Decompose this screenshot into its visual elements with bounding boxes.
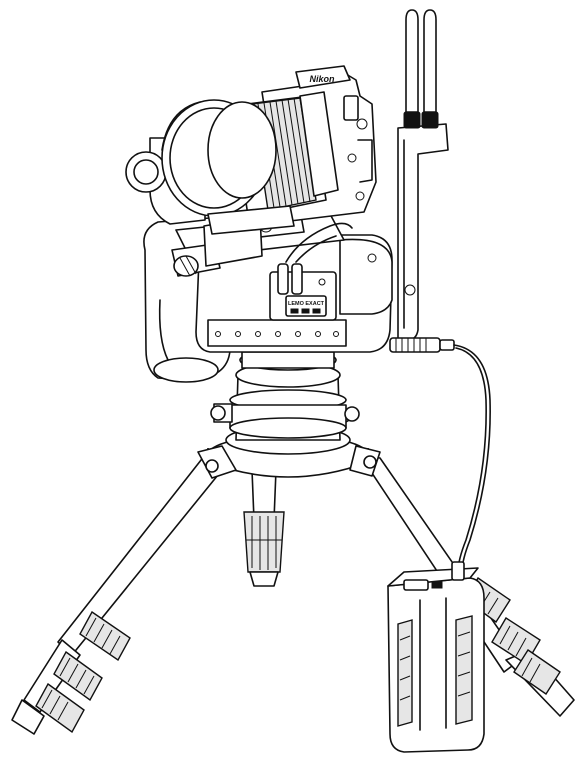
port-panel: LEMO EXACT <box>269 263 337 321</box>
tripod <box>11 425 575 735</box>
panel-label: LEMO EXACT <box>288 301 325 307</box>
gimbal-body: LEMO EXACT <box>143 217 393 383</box>
transmitter-icon <box>387 561 485 753</box>
tripod-leg-left <box>11 454 223 735</box>
antenna-icon <box>403 9 439 129</box>
leg-lock-left-2[interactable] <box>53 650 103 702</box>
tripod-leg-rear <box>243 469 285 587</box>
column-lock-knob-right[interactable] <box>344 406 360 422</box>
leg-lock-left-1[interactable] <box>79 610 131 662</box>
camera: Nikon <box>161 65 377 235</box>
leg-lock-rear[interactable] <box>243 511 285 573</box>
cable-connector[interactable] <box>389 337 455 353</box>
cable <box>389 337 491 573</box>
usb-port[interactable] <box>277 263 303 295</box>
antenna-bracket <box>397 9 449 342</box>
leg-lock-right-3[interactable] <box>513 649 561 695</box>
camera-brand: Nikon <box>309 74 335 84</box>
leg-lock-left-3[interactable] <box>35 682 85 734</box>
tripod-column <box>210 349 360 441</box>
column-lock-knob-left[interactable] <box>210 403 233 423</box>
base-screws <box>215 331 339 337</box>
